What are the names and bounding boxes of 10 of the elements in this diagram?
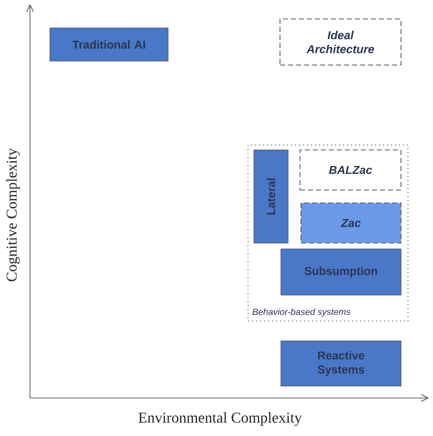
block-box: Reactive Systems [280, 340, 402, 386]
block-box: Subsumption [280, 248, 402, 296]
group-label: Behavior-based systems [252, 308, 350, 317]
axis-label: Cognitive Complexity [6, 148, 20, 282]
block-box: Lateral [254, 150, 288, 244]
dashed-box: Zac [300, 202, 402, 244]
axis-label: Environmental Complexity [138, 412, 302, 426]
dashed-box: BALZac [300, 150, 402, 190]
dashed-box: Ideal Architecture [280, 18, 402, 66]
block-box: Traditional AI [50, 28, 168, 62]
